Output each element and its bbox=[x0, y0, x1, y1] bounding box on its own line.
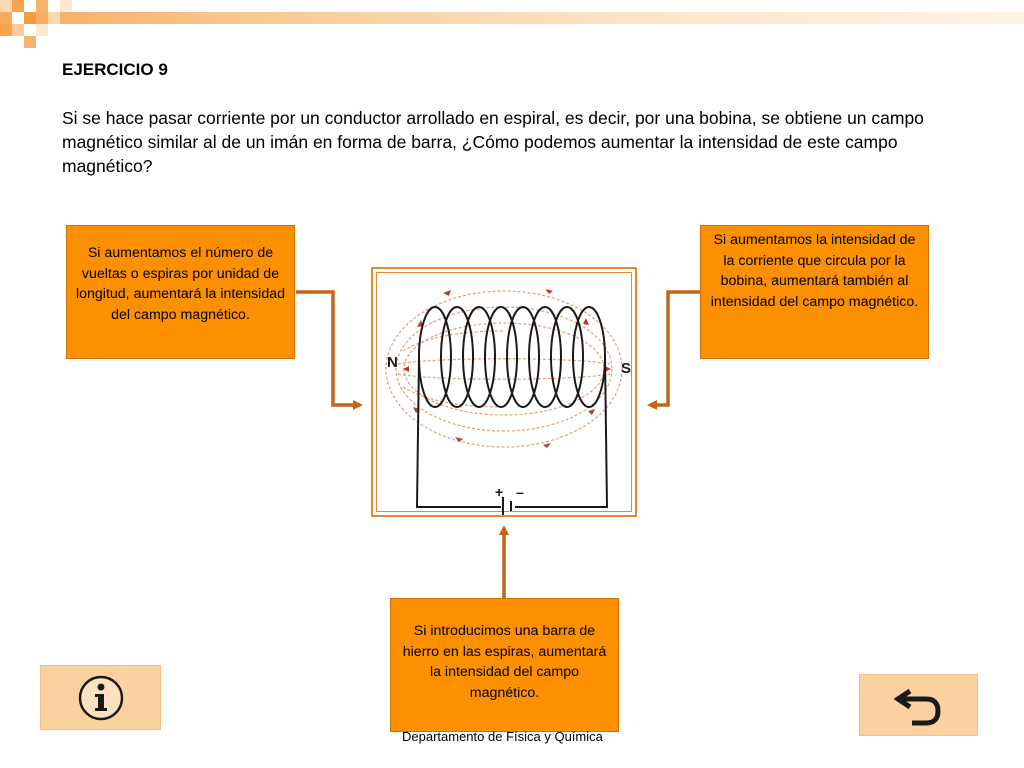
coil-loops bbox=[418, 306, 606, 408]
right-connector-arrow bbox=[647, 290, 700, 410]
return-arrow-icon bbox=[893, 688, 941, 726]
info-button[interactable] bbox=[40, 665, 161, 730]
north-pole-label: N bbox=[387, 354, 398, 371]
south-pole-label: S bbox=[621, 360, 631, 377]
info-icon bbox=[78, 675, 123, 720]
corner-square bbox=[24, 12, 36, 24]
callout-more-current: Si aumentamos la intensidad de la corrie… bbox=[700, 225, 929, 359]
field-arrowheads bbox=[403, 289, 611, 448]
field-lines bbox=[385, 290, 623, 448]
corner-square bbox=[12, 24, 24, 36]
solenoid-figure: + – N S bbox=[371, 267, 637, 517]
footer-department: Departamento de Física y Química bbox=[402, 729, 603, 744]
corner-square bbox=[36, 24, 48, 36]
minus-label: – bbox=[516, 484, 524, 500]
callout-more-turns: Si aumentamos el número de vueltas o esp… bbox=[66, 225, 295, 359]
solenoid-diagram: + – N S bbox=[385, 289, 631, 515]
left-connector-arrow bbox=[296, 290, 363, 410]
exercise-title: EJERCICIO 9 bbox=[62, 60, 168, 79]
corner-square bbox=[0, 24, 12, 36]
corner-square bbox=[60, 0, 72, 12]
corner-square bbox=[36, 0, 48, 12]
circuit-wire bbox=[415, 356, 609, 508]
callout-iron-core: Si introducimos una barra de hierro en l… bbox=[390, 598, 619, 732]
corner-square bbox=[24, 36, 36, 48]
question-text: Si se hace pasar corriente por un conduc… bbox=[62, 108, 924, 176]
back-button[interactable] bbox=[859, 674, 978, 736]
header-band bbox=[0, 12, 1024, 24]
corner-square bbox=[0, 0, 12, 12]
corner-square bbox=[48, 12, 60, 24]
corner-square bbox=[12, 0, 24, 12]
plus-label: + bbox=[495, 484, 503, 500]
corner-square bbox=[12, 12, 24, 24]
battery-icon bbox=[502, 497, 512, 515]
